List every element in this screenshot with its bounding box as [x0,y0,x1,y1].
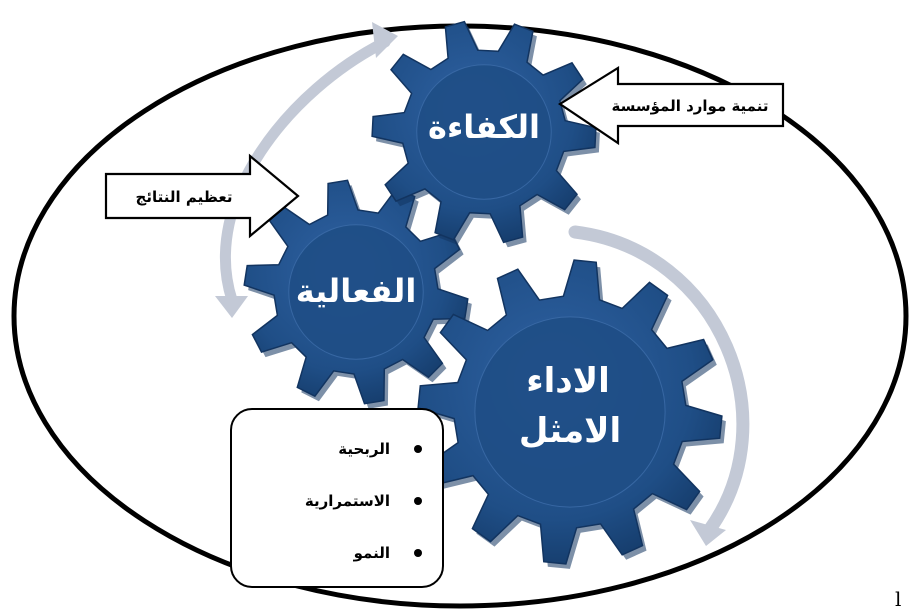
curved-arrow-left-head [215,296,248,318]
block-arrow-resources [557,66,785,146]
bullet-text: الربحية [338,440,390,458]
bullet-dot [414,549,422,557]
gear-optimal-label-line2: الامثل [519,411,621,451]
bullet-dot [414,497,422,505]
gear-optimal-performance [417,259,726,569]
curved-arrow-right [568,225,750,539]
bullet-item-growth: النمو [305,542,422,594]
gear-hub [416,64,552,200]
curved-arrow-top-head [372,22,398,58]
bullet-dot [414,445,422,453]
gear-hub [474,316,666,508]
corner-letter: l [895,587,902,611]
bullet-text: النمو [353,544,390,562]
bullet-item-sustainability: الاستمرارية [304,490,422,542]
bullet-list-box: الربحية الاستمرارية النمو [230,408,444,588]
curved-arrow-top-left [220,36,391,306]
block-arrow-resources-label: تنمية موارد المؤسسة [612,97,769,115]
gear-efficiency [371,20,600,248]
gear-optimal-label-line1: الاداء [526,361,609,401]
bullet-list: الربحية الاستمرارية النمو [304,438,422,594]
block-arrow-results-label: تعظيم النتائج [136,188,233,206]
bullet-text: الاستمرارية [304,492,390,510]
gear-efficiency-label: الكفاءة [428,108,540,146]
bullet-item-profitability: الربحية [305,438,422,490]
curved-arrow-right-head [690,520,726,546]
block-arrow-results [104,153,300,239]
gear-effectiveness-label: الفعالية [296,272,417,310]
gear-effectiveness [243,179,472,409]
gear-hub [288,224,424,360]
